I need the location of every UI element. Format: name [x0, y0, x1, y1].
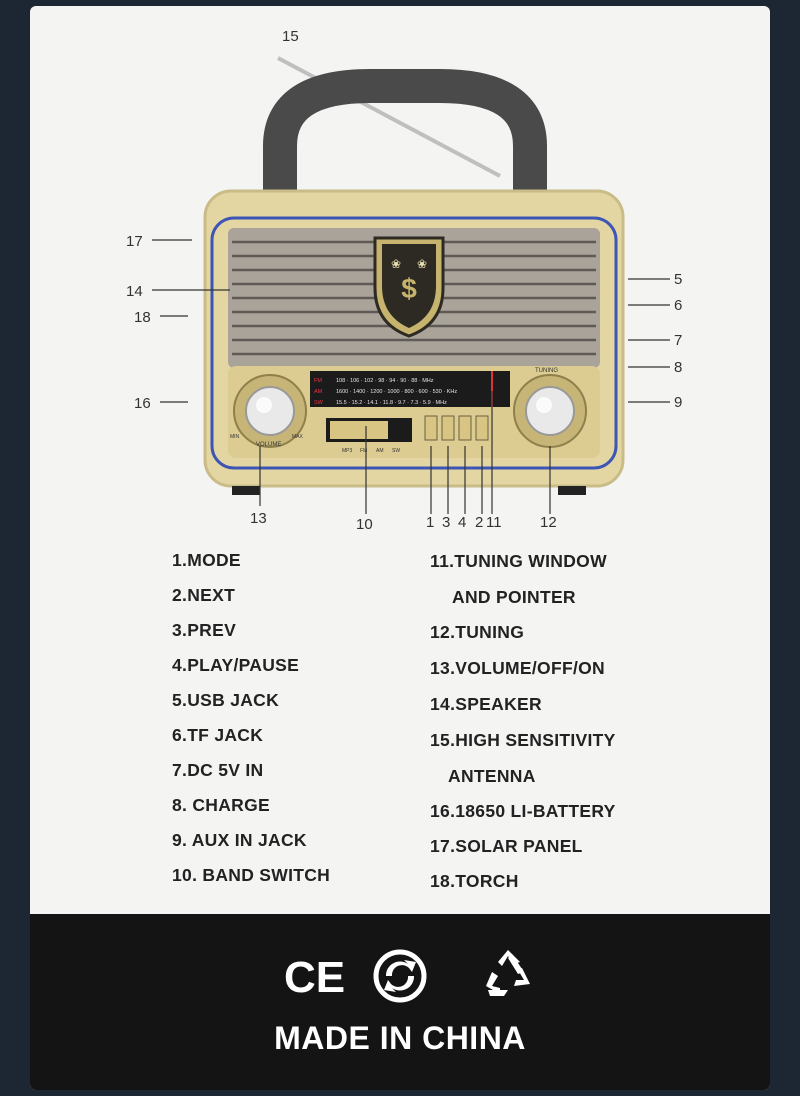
callout-10: 10 [356, 516, 373, 533]
play-pause-button[interactable] [458, 415, 472, 441]
made-in-label: MADE IN CHINA [274, 1020, 526, 1056]
band-label-mp3: MP3 [342, 448, 353, 454]
dial-band-sw: SW [314, 400, 324, 406]
feature-item: 6.TF JACK [172, 725, 264, 745]
feature-list-right: 11.TUNING WINDOW AND POINTER 12.TUNING 1… [430, 543, 616, 899]
feature-item: 14.SPEAKER [430, 694, 542, 714]
feature-item: 15.HIGH SENSITIVITY [430, 730, 616, 750]
band-label-sw: SW [392, 448, 400, 454]
feature-item: 12.TUNING [430, 622, 525, 642]
carry-handle [263, 69, 547, 213]
feature-item: 8. CHARGE [172, 795, 270, 815]
left-foot [232, 486, 260, 495]
max-on-label: MAX [292, 434, 304, 440]
callout-14: 14 [126, 283, 143, 300]
ce-mark: CE [284, 953, 345, 1002]
feature-item: AND POINTER [452, 587, 576, 607]
tuning-knob[interactable] [513, 374, 587, 448]
svg-text:❀: ❀ [417, 257, 427, 271]
feature-list-left: 1.MODE 2.NEXT 3.PREV 4.PLAY/PAUSE 5.USB … [172, 543, 330, 893]
feature-item: ANTENNA [448, 766, 536, 786]
feature-item: 1.MODE [172, 550, 241, 570]
callout-18: 18 [134, 309, 151, 326]
callout-13: 13 [250, 510, 267, 527]
volume-knob[interactable] [233, 374, 307, 448]
footer-band: CE [30, 914, 770, 1090]
feature-item: 9. AUX IN JACK [172, 830, 307, 850]
callout-15: 15 [282, 28, 299, 45]
feature-item: 13.VOLUME/OFF/ON [430, 658, 605, 678]
tuning-window [310, 371, 510, 407]
band-switch[interactable] [326, 418, 412, 442]
dial-row-sw: 15.5 · 15.2 · 14.1 · 11.8 · 9.7 · 7.3 · … [336, 400, 447, 406]
band-label-fm: FM [360, 448, 367, 454]
feature-item: 4.PLAY/PAUSE [172, 655, 300, 675]
mode-button[interactable] [424, 415, 438, 441]
band-label-am: AM [376, 448, 384, 454]
package-box: $ ❀ ❀ 108 · 106 · 102 · 98 · 94 · 90 · 8… [30, 6, 770, 1090]
feature-item: 3.PREV [172, 620, 237, 640]
right-foot [558, 486, 586, 495]
callout-5: 5 [674, 271, 683, 288]
dial-band-fm: FM [314, 378, 322, 384]
feature-item: 2.NEXT [172, 585, 236, 605]
callout-4: 4 [458, 514, 467, 531]
recycle-icon [486, 950, 530, 996]
callout-16: 16 [134, 395, 151, 412]
callout-11: 11 [486, 514, 502, 531]
feature-item: 11.TUNING WINDOW [430, 551, 607, 571]
callout-6: 6 [674, 297, 683, 314]
callout-17: 17 [126, 233, 143, 250]
volume-label: VOLUME [256, 442, 281, 448]
dial-band-am: AM [314, 389, 323, 395]
feature-item: 7.DC 5V IN [172, 760, 264, 780]
tuning-label: TUNING [535, 368, 558, 374]
svg-text:$: $ [401, 273, 417, 304]
callout-8: 8 [674, 359, 683, 376]
radio-illustration: $ ❀ ❀ 108 · 106 · 102 · 98 · 94 · 90 · 8… [152, 56, 670, 514]
callout-9: 9 [674, 394, 683, 411]
prev-button[interactable] [441, 415, 455, 441]
callout-1: 1 [426, 514, 435, 531]
feature-item: 10. BAND SWITCH [172, 865, 331, 885]
dial-row-am: 1600 · 1400 · 1200 · 1000 · 800 · 600 · … [336, 389, 457, 395]
svg-text:❀: ❀ [391, 257, 401, 271]
callout-7: 7 [674, 332, 683, 349]
feature-item: 17.SOLAR PANEL [430, 836, 583, 856]
feature-item: 18.TORCH [430, 871, 519, 891]
next-button[interactable] [475, 415, 489, 441]
feature-item: 16.18650 LI-BATTERY [430, 801, 616, 821]
callout-2: 2 [475, 514, 484, 531]
min-off-label: MIN [230, 434, 240, 440]
callout-3: 3 [442, 514, 451, 531]
green-dot-icon [373, 949, 427, 1003]
dial-row-fm: 108 · 106 · 102 · 98 · 94 · 90 · 88 · MH… [336, 378, 434, 384]
callout-12: 12 [540, 514, 557, 531]
shield-emblem: $ ❀ ❀ [373, 236, 445, 338]
feature-item: 5.USB JACK [172, 690, 280, 710]
